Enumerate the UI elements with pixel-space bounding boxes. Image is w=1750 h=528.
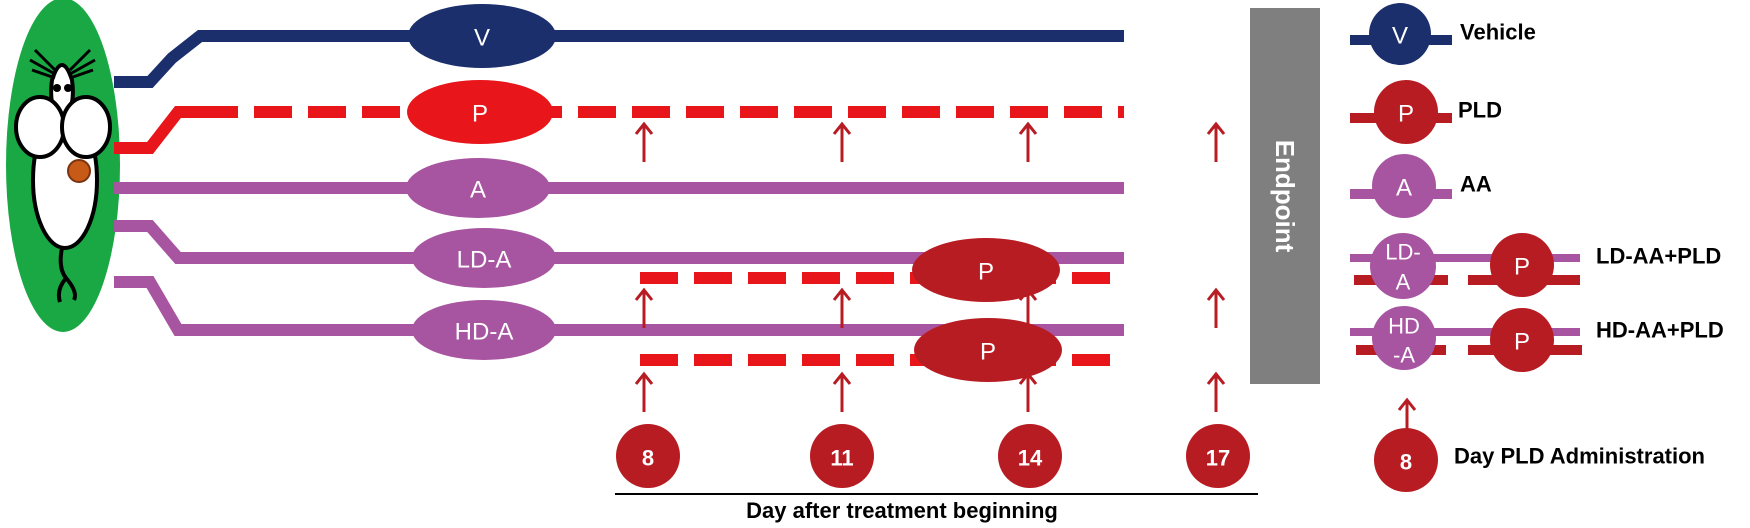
hd-pld-node: P bbox=[914, 318, 1062, 382]
up-arrow-icon bbox=[1018, 371, 1038, 412]
aa-node-label: A bbox=[470, 177, 486, 204]
vehicle-node: V bbox=[408, 4, 556, 68]
legend-hd-symbol-line1: HD bbox=[1388, 314, 1420, 339]
up-arrow-icon bbox=[1018, 121, 1038, 162]
legend-day-symbol: 8 bbox=[1400, 450, 1412, 475]
legend-hd-aa-pld: HD -A P HD-AA+PLD bbox=[1350, 306, 1724, 372]
legend-ld-aa-pld-label: LD-AA+PLD bbox=[1596, 244, 1721, 269]
arrows-hd bbox=[634, 371, 1226, 412]
up-arrow-icon bbox=[1206, 287, 1226, 328]
legend-pld: P PLD bbox=[1350, 80, 1502, 144]
vehicle-group-line bbox=[114, 30, 1124, 88]
legend-hd-symbol-pld: P bbox=[1514, 329, 1530, 356]
arrows-pld bbox=[634, 121, 1226, 162]
hd-pld-node-label: P bbox=[980, 339, 996, 366]
legend-ld-symbol-line1: LD- bbox=[1385, 240, 1420, 265]
day-markers: 8 11 14 17 bbox=[616, 424, 1250, 488]
ld-aa-node: LD-A bbox=[412, 228, 556, 288]
legend-hd-symbol-line2: -A bbox=[1393, 343, 1415, 368]
day-label: 14 bbox=[1018, 446, 1043, 471]
axis-caption: Day after treatment beginning bbox=[746, 498, 1058, 523]
day-label: 8 bbox=[642, 446, 654, 471]
up-arrow-icon bbox=[832, 287, 852, 328]
ld-pld-node: P bbox=[912, 238, 1060, 302]
legend-day: 8 Day PLD Administration bbox=[1374, 397, 1705, 492]
ld-pld-node-label: P bbox=[978, 259, 994, 286]
legend: V Vehicle P PLD A AA LD- A P LD-AA+PLD bbox=[1350, 3, 1724, 492]
endpoint-bar: Endpoint bbox=[1250, 8, 1320, 384]
hd-aa-node-label: HD-A bbox=[455, 319, 514, 346]
up-arrow-icon bbox=[1206, 121, 1226, 162]
up-arrow-icon bbox=[634, 371, 654, 412]
arrows-ld bbox=[634, 287, 1226, 328]
pld-node-label: P bbox=[472, 101, 488, 128]
legend-vehicle: V Vehicle bbox=[1350, 3, 1536, 65]
ld-aa-node-label: LD-A bbox=[457, 247, 512, 274]
aa-node: A bbox=[406, 158, 550, 218]
legend-ld-aa-pld: LD- A P LD-AA+PLD bbox=[1350, 233, 1721, 299]
legend-vehicle-symbol: V bbox=[1392, 23, 1408, 50]
day-label: 11 bbox=[830, 446, 853, 471]
legend-pld-symbol: P bbox=[1398, 101, 1414, 128]
up-arrow-icon bbox=[1397, 397, 1417, 430]
legend-vehicle-label: Vehicle bbox=[1460, 20, 1536, 45]
legend-ld-symbol-pld: P bbox=[1514, 254, 1530, 281]
legend-day-label: Day PLD Administration bbox=[1454, 444, 1705, 469]
vehicle-node-label: V bbox=[474, 25, 490, 52]
endpoint-label: Endpoint bbox=[1270, 140, 1300, 253]
legend-hd-aa-pld-label: HD-AA+PLD bbox=[1596, 318, 1724, 343]
legend-ld-symbol-line2: A bbox=[1396, 270, 1411, 295]
legend-aa-symbol: A bbox=[1396, 175, 1412, 202]
up-arrow-icon bbox=[634, 121, 654, 162]
legend-aa: A AA bbox=[1350, 154, 1492, 218]
legend-pld-label: PLD bbox=[1458, 98, 1502, 123]
day-label: 17 bbox=[1206, 446, 1230, 471]
mouse-icon bbox=[6, 0, 120, 332]
pld-group-line bbox=[114, 106, 1124, 154]
up-arrow-icon bbox=[832, 121, 852, 162]
hd-aa-node: HD-A bbox=[412, 300, 556, 360]
pld-node: P bbox=[407, 80, 553, 144]
legend-aa-label: AA bbox=[1460, 172, 1492, 197]
up-arrow-icon bbox=[1206, 371, 1226, 412]
up-arrow-icon bbox=[832, 371, 852, 412]
up-arrow-icon bbox=[634, 287, 654, 328]
